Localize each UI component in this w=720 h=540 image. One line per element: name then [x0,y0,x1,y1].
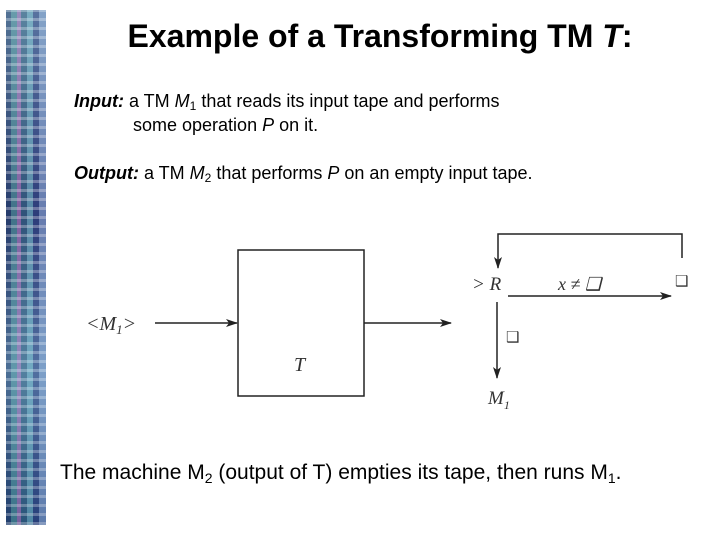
input-label: Input: [74,91,124,111]
slide-caption: The machine M2 (output of T) empties its… [60,461,622,486]
input-line-2: some operation P on it. [133,115,319,135]
output-description: Output: a TM M2 that performs P on an em… [74,163,533,185]
decorative-side-strip [6,10,46,525]
blank-right-symbol: ❑ [675,273,688,290]
condition-label: x ≠ ❑ [557,274,604,294]
output-label: Output: [74,163,139,183]
input-description: Input: a TM M1 that reads its input tape… [74,89,500,137]
start-state-label: > R [472,274,502,295]
slide-title: Example of a Transforming TM T: [127,18,633,54]
loop-arrow [494,233,683,269]
decorative-side-strip-overlay [6,10,46,525]
blank-down-symbol: ❑ [506,329,519,346]
halt-machine-label: M1 [487,388,510,412]
transformer-label: T [294,354,307,376]
input-machine-label: <M1> [86,313,136,337]
input-line-1: Input: a TM M1 that reads its input tape… [74,91,500,113]
